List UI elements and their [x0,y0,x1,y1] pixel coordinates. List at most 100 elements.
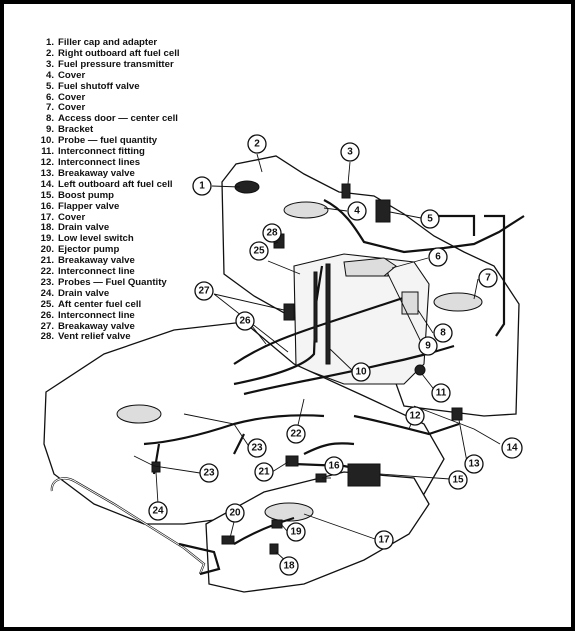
legend-label: Fuel shutoff valve [58,80,140,92]
callout-27: 27 [194,281,214,301]
legend-number: 6. [45,91,54,103]
callout-10: 10 [351,362,371,382]
legend-number: 17. [40,211,54,223]
callout-label: 19 [290,527,302,538]
legend-label: Cover [58,91,86,103]
legend-item: 28.Vent relief valve [32,332,180,343]
legend-label: Probe — fuel quantity [58,135,158,147]
callout-18: 18 [279,556,299,576]
legend-number: 15. [40,189,54,201]
legend-number: 23. [40,276,54,288]
legend-label: Interconnect fitting [58,146,145,158]
legend-item: 15.Boost pump [32,189,180,202]
legend-label: Breakaway valve [58,320,135,332]
interconnect-line-mid [233,294,410,365]
callout-label: 14 [506,443,518,454]
breakaway-valve-13 [451,407,463,421]
legend-label: Cover [58,211,86,223]
callout-label: 26 [239,316,251,327]
callout-3: 3 [340,142,360,162]
callout-2: 2 [247,134,267,154]
fuel-system-diagram: 1 2 3 4 5 6 7 8 9 10 11 12 13 14 15 16 1… [43,134,525,593]
callout-16: 16 [324,456,344,476]
legend-item: 26.Interconnect line [32,309,180,322]
legend-label: Drain valve [58,287,110,299]
legend-number: 21. [40,255,54,267]
ejector-line [233,516,295,545]
legend-number: 13. [40,167,54,179]
callout-28: 28 [262,223,282,243]
callout-5: 5 [420,209,440,229]
legend-label: Breakaway valve [58,167,135,179]
legend-number: 1. [45,37,54,48]
probe-fuel-qty-2 [313,271,318,343]
callout-17: 17 [374,530,394,550]
lower-left-tube [178,542,221,576]
breakaway-valve-21 [285,455,299,467]
callout-label: 11 [436,388,447,399]
cover-7-ring [433,292,483,312]
legend-number: 4. [45,69,54,81]
interconnect-line-upper [323,199,525,254]
callout-label: 21 [258,467,270,478]
vent-tube-left-inner [51,477,205,575]
legend-number: 22. [40,266,54,278]
callout-21: 21 [254,462,274,482]
drain-valve-18 [269,543,279,555]
callout-4: 4 [347,201,367,221]
fuel-shutoff-valve [375,199,391,223]
callout-12: 12 [405,406,425,426]
legend-number: 28. [40,331,54,343]
leader-lines [133,153,501,565]
callout-26: 26 [235,311,255,331]
callout-22: 22 [286,424,306,444]
legend-label: Cover [58,69,86,81]
legend-item: 4. Cover [32,69,180,82]
legend-label: Cover [58,102,86,114]
callout-label: 18 [283,561,295,572]
legend-item: 11.Interconnect fitting [32,146,180,158]
breakaway-valve-27 [283,303,295,321]
legend-number: 20. [40,244,54,256]
callout-8: 8 [433,323,453,343]
legend-item: 7.Cover [32,102,180,114]
boost-pump [347,463,381,487]
legend-item: 23.Probes — Fuel Quantity [32,276,180,289]
callout-label: 23 [251,443,263,454]
legend-number: 8. [45,113,54,125]
legend-number: 14. [40,178,54,190]
legend-number: 26. [40,309,54,321]
cover-6 [343,257,397,277]
legend-number: 9. [45,124,54,136]
legend-number: 2. [45,47,54,59]
callout-6: 6 [428,247,448,267]
legend-item: 10.Probe — fuel quantity [32,135,180,147]
legend-label: Right outboard aft fuel cell [58,47,180,59]
legend-number: 3. [45,58,54,70]
callout-label: 7 [485,273,491,284]
legend-number: 25. [40,298,54,310]
callout-13: 13 [464,454,484,474]
callout-label: 17 [378,535,390,546]
pressure-transmitter [341,183,351,199]
callout-25: 25 [249,241,269,261]
legend-item: 1.Filler cap and adapter [32,37,180,49]
legend-label: Fuel pressure transmitter [58,58,174,70]
cover-4-ring [283,201,329,219]
legend-item: 16.Flapper valve [32,200,180,213]
legend-item: 25.Aft center fuel cell [32,298,180,311]
legend-item: 12.Interconnect lines [32,156,180,169]
legend-number: 12. [40,156,54,168]
legend-item: 13. Breakaway valve [32,167,180,180]
callout-label: 13 [468,459,480,470]
legend-item: 9.Bracket [32,124,180,136]
legend-item: 8.Access door — center cell [32,113,180,125]
legend-label: Flapper valve [58,200,120,212]
legend-label: Interconnect line [58,266,135,278]
callout-23a: 23 [247,438,267,458]
callout-label: 22 [290,429,302,440]
vent-line [424,214,506,337]
legend-item: 22. Interconnect line [32,266,180,278]
crossfeed-line [233,265,324,386]
